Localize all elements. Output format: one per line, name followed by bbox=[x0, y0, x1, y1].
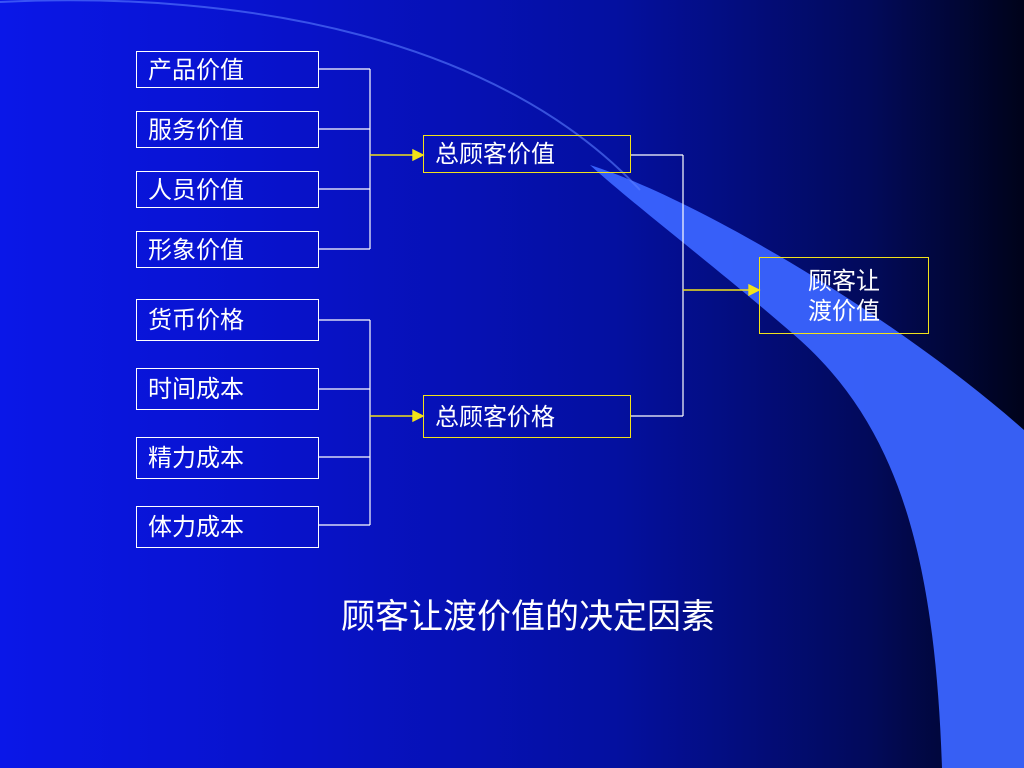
result-line-2: 渡价值 bbox=[808, 296, 880, 325]
cost-item-time: 时间成本 bbox=[136, 368, 319, 410]
arrowhead-total-value bbox=[412, 148, 425, 162]
total-customer-cost: 总顾客价格 bbox=[423, 395, 631, 438]
value-item-product: 产品价值 bbox=[136, 51, 319, 88]
value-item-personnel: 人员价值 bbox=[136, 171, 319, 208]
cost-item-energy: 精力成本 bbox=[136, 437, 319, 479]
value-item-image: 形象价值 bbox=[136, 231, 319, 268]
cost-item-money: 货币价格 bbox=[136, 299, 319, 341]
value-item-service: 服务价值 bbox=[136, 111, 319, 148]
cost-item-physical: 体力成本 bbox=[136, 506, 319, 548]
result-line-1: 顾客让 bbox=[808, 266, 880, 295]
background-swoosh bbox=[590, 165, 1024, 768]
value-connectors bbox=[319, 68, 371, 250]
result-connectors bbox=[631, 154, 684, 417]
cost-connectors bbox=[319, 319, 371, 526]
diagram-caption: 顾客让渡价值的决定因素 bbox=[341, 597, 715, 637]
arrowhead-result bbox=[748, 283, 761, 297]
arrowhead-total-cost bbox=[412, 409, 425, 423]
background-arc bbox=[0, 0, 641, 191]
total-customer-value: 总顾客价值 bbox=[423, 135, 631, 173]
customer-delivered-value: 顾客让 渡价值 bbox=[759, 257, 929, 334]
